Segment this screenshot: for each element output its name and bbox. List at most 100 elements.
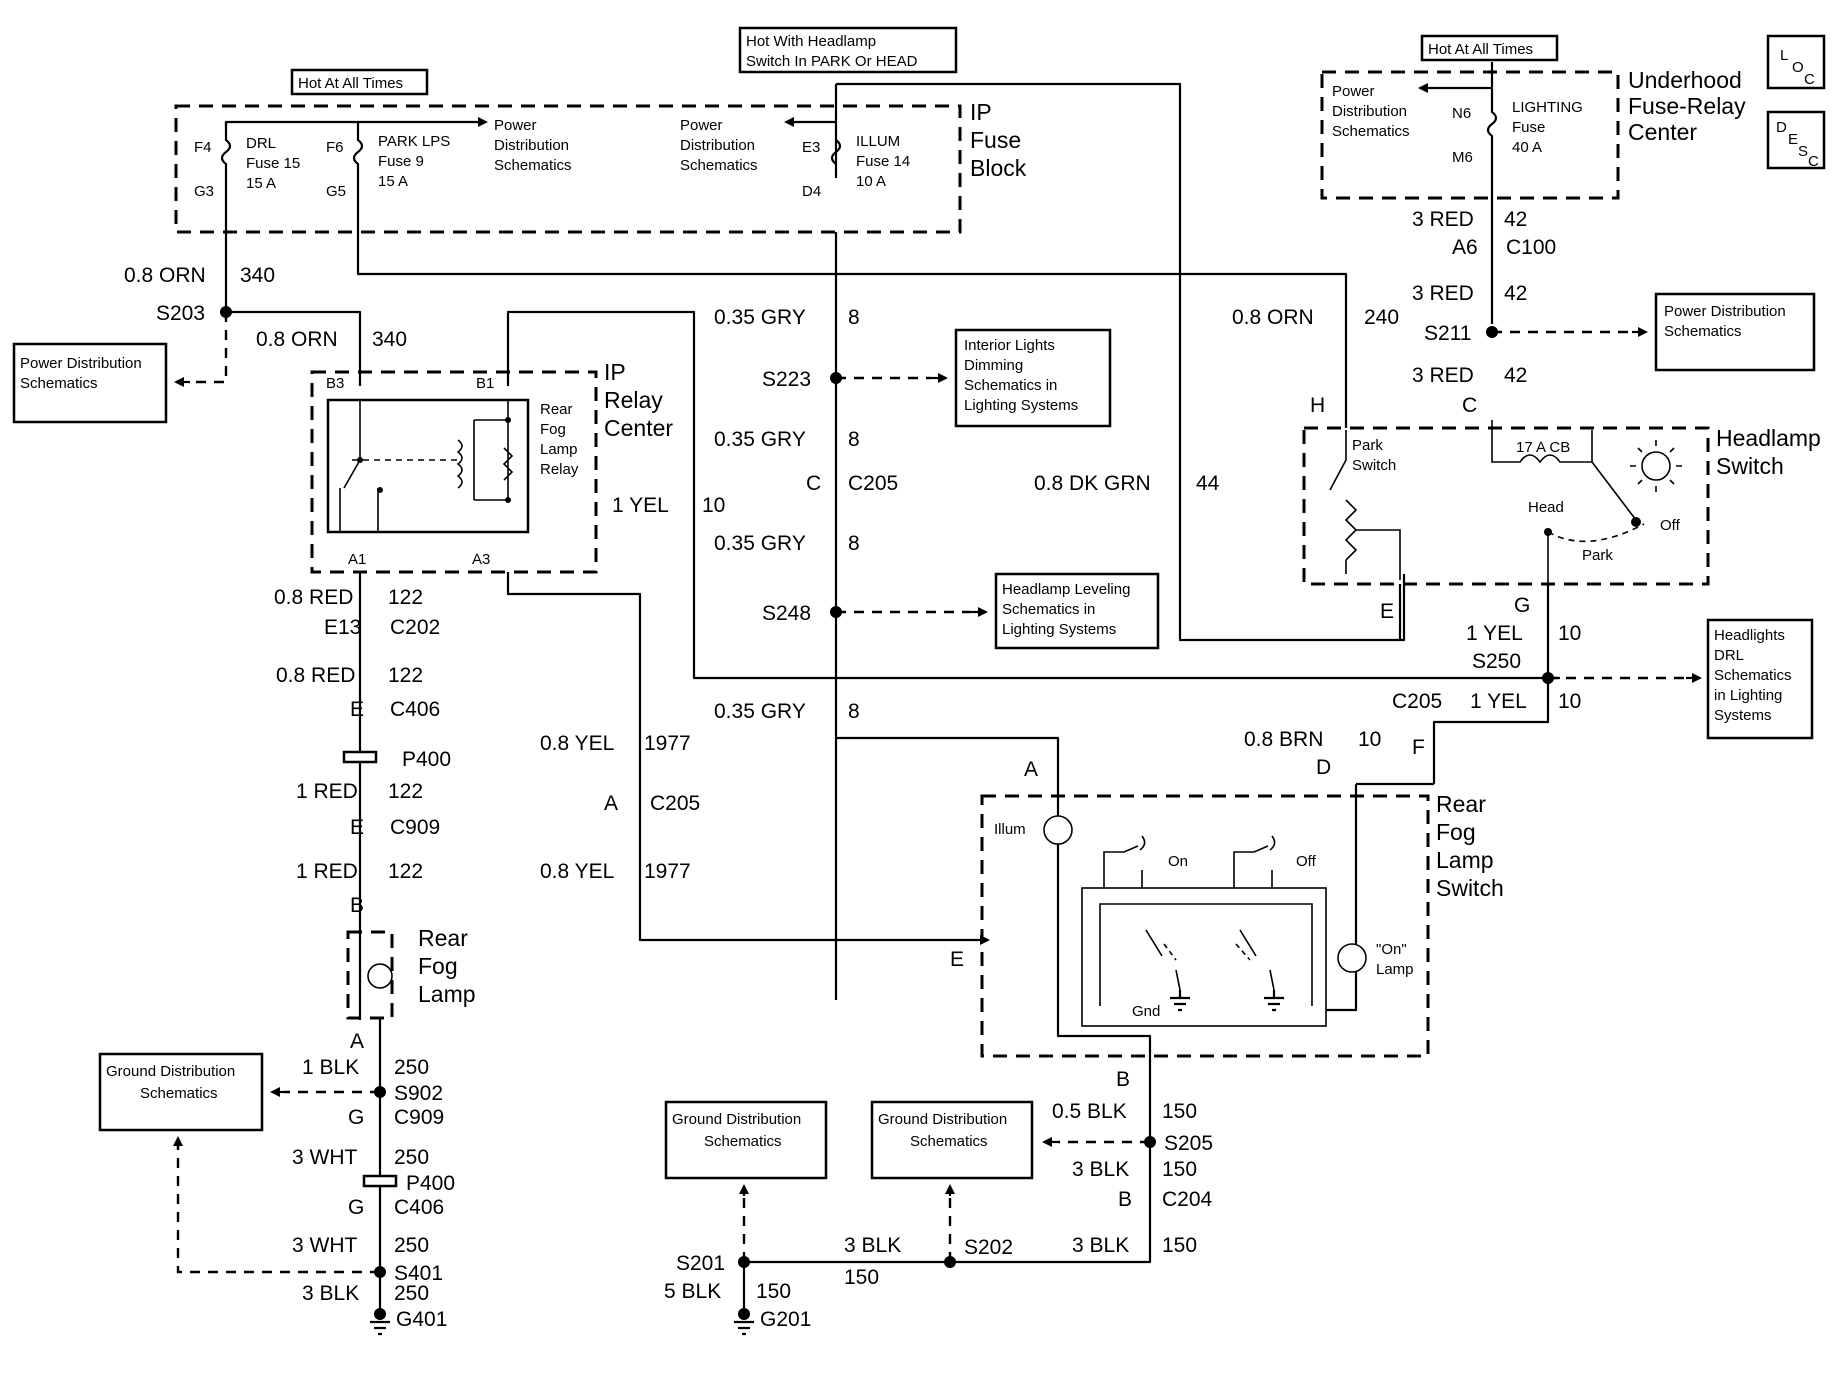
headlamp-g-wire (1432, 584, 1550, 784)
svg-text:3 BLK: 3 BLK (302, 1282, 359, 1305)
park-orn-240-wire (356, 186, 1348, 420)
svg-text:Rear: Rear (540, 401, 573, 418)
pds-label-right-of-fuses: Power Distribution Schematics (494, 117, 572, 174)
svg-text:C202: C202 (390, 616, 440, 639)
svg-text:Dimming: Dimming (964, 357, 1023, 374)
svg-text:0.5 BLK: 0.5 BLK (1052, 1100, 1127, 1123)
svg-text:Headlamp Leveling: Headlamp Leveling (1002, 581, 1130, 598)
svg-text:L: L (1780, 47, 1788, 64)
svg-text:B3: B3 (326, 375, 344, 392)
svg-text:P400: P400 (402, 748, 451, 771)
svg-text:B: B (1116, 1068, 1130, 1091)
svg-text:C205: C205 (1392, 690, 1442, 713)
pds-label-left-of-illum: Power Distribution Schematics (680, 117, 758, 174)
svg-text:S250: S250 (1472, 650, 1521, 673)
svg-text:Schematics: Schematics (1664, 323, 1742, 340)
svg-text:Relay: Relay (604, 387, 663, 413)
svg-text:10: 10 (1358, 728, 1381, 751)
svg-text:17 A CB: 17 A CB (1516, 439, 1570, 456)
svg-text:Lighting Systems: Lighting Systems (964, 397, 1078, 414)
svg-text:0.8 ORN: 0.8 ORN (124, 264, 206, 287)
underhood-bus (1440, 62, 1494, 90)
rear-fog-lamp: Rear Fog Lamp (346, 925, 476, 1020)
svg-text:O: O (1792, 59, 1804, 76)
svg-text:On: On (1168, 853, 1188, 870)
headlamp-feed-wire (836, 82, 1406, 642)
svg-text:LIGHTING: LIGHTING (1512, 99, 1583, 116)
svg-text:C: C (1808, 153, 1819, 170)
svg-text:DRL: DRL (246, 135, 276, 152)
hot-at-all-times-label-left: Hot At All Times (290, 68, 429, 96)
svg-text:A1: A1 (348, 551, 366, 568)
svg-text:C909: C909 (394, 1106, 444, 1129)
svg-text:Fuse 14: Fuse 14 (856, 153, 910, 170)
svg-text:122: 122 (388, 664, 423, 687)
park-lps-fuse: F6 G5 PARK LPS Fuse 9 15 A (326, 122, 450, 200)
svg-text:S203: S203 (156, 302, 205, 325)
on-lamp-icon (1337, 943, 1367, 973)
svg-text:S211: S211 (1424, 322, 1472, 345)
svg-text:Headlights: Headlights (1714, 627, 1785, 644)
svg-text:A: A (350, 1030, 364, 1053)
svg-text:E: E (1380, 600, 1394, 623)
svg-text:G401: G401 (396, 1308, 447, 1331)
svg-text:G3: G3 (194, 183, 214, 200)
svg-text:C: C (1462, 394, 1477, 417)
svg-text:C100: C100 (1506, 236, 1556, 259)
svg-text:C205: C205 (650, 792, 700, 815)
svg-text:in Lighting: in Lighting (1714, 687, 1782, 704)
svg-text:E3: E3 (802, 139, 820, 156)
svg-text:B: B (350, 894, 364, 917)
ip-fuse-block: IP Fuse Block (174, 99, 1027, 234)
svg-text:N6: N6 (1452, 105, 1471, 122)
svg-text:42: 42 (1504, 282, 1527, 305)
svg-text:D: D (1776, 119, 1787, 136)
svg-text:S401: S401 (394, 1262, 443, 1285)
svg-text:122: 122 (388, 586, 423, 609)
svg-text:Ground Distribution: Ground Distribution (878, 1111, 1007, 1128)
svg-text:Schematics: Schematics (704, 1133, 782, 1150)
svg-text:Lamp: Lamp (1376, 961, 1414, 978)
illum-lamp-wire (1056, 784, 1152, 1056)
svg-text:Fog: Fog (540, 421, 566, 438)
svg-text:1 RED: 1 RED (296, 860, 358, 883)
svg-text:F6: F6 (326, 139, 344, 156)
svg-text:250: 250 (394, 1146, 429, 1169)
pds-box-right: Power Distribution Schematics (1654, 292, 1816, 372)
svg-text:150: 150 (844, 1266, 879, 1289)
svg-text:240: 240 (1364, 306, 1399, 329)
svg-text:Gnd: Gnd (1132, 1003, 1160, 1020)
svg-text:Rear: Rear (1436, 791, 1486, 817)
interior-lights-box: Interior Lights Dimming Schematics in Li… (954, 328, 1112, 428)
svg-text:0.8 ORN: 0.8 ORN (256, 328, 338, 351)
ground-icon-g401 (370, 1308, 390, 1336)
svg-text:Head: Head (1528, 499, 1564, 516)
p400-connector-b (362, 1174, 398, 1188)
svg-text:IP: IP (604, 359, 626, 385)
svg-text:E: E (950, 948, 964, 971)
svg-text:S205: S205 (1164, 1132, 1213, 1155)
svg-text:1 RED: 1 RED (296, 780, 358, 803)
svg-text:H: H (1310, 394, 1325, 417)
svg-text:Park: Park (1582, 547, 1613, 564)
svg-text:1977: 1977 (644, 860, 691, 883)
svg-text:Schematics: Schematics (680, 157, 758, 174)
svg-text:A3: A3 (472, 551, 490, 568)
svg-text:C: C (1804, 71, 1815, 88)
illum-fuse: E3 D4 ILLUM Fuse 14 10 A (802, 133, 910, 200)
svg-text:S: S (1798, 143, 1808, 160)
svg-text:150: 150 (756, 1280, 791, 1303)
svg-text:3 RED: 3 RED (1412, 208, 1474, 231)
svg-text:Ground Distribution: Ground Distribution (106, 1063, 235, 1080)
svg-text:40 A: 40 A (1512, 139, 1542, 156)
svg-text:5 BLK: 5 BLK (664, 1280, 721, 1303)
ground-icon-g201 (734, 1308, 754, 1336)
svg-text:3 BLK: 3 BLK (1072, 1158, 1129, 1181)
svg-text:340: 340 (372, 328, 407, 351)
svg-text:Schematics: Schematics (1332, 123, 1410, 140)
svg-text:IP: IP (970, 99, 992, 125)
fuse-block-bus-left (224, 120, 460, 126)
svg-text:Schematics: Schematics (494, 157, 572, 174)
svg-text:10 A: 10 A (856, 173, 886, 190)
